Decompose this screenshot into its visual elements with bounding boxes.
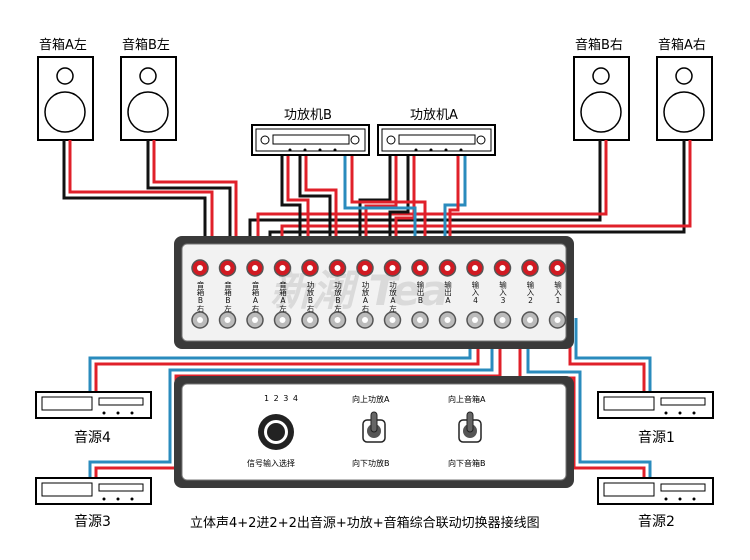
source-2-label: 音源2: [638, 514, 675, 530]
port-jack-top-4: [273, 259, 292, 277]
port-jack-top-2: [218, 259, 237, 277]
input-select-knob: [258, 414, 294, 450]
speaker-b-right-label: 音箱B右: [575, 38, 623, 53]
port-jack-bottom-12: [493, 311, 512, 329]
speaker-b-right: [573, 56, 630, 141]
port-label-10: 输出A: [443, 281, 453, 305]
diagram-caption: 立体声4+2进2+2出音源+功放+音箱综合联动切换器接线图: [190, 516, 540, 531]
speaker-a-left: [37, 56, 94, 141]
port-jack-top-10: [438, 259, 457, 277]
port-label-5: 功放B右: [306, 281, 315, 313]
knob-numbers: 1 2 3 4: [264, 394, 299, 403]
speaker-a-left-label: 音箱A左: [39, 38, 87, 53]
port-label-9: 输出B: [416, 281, 425, 305]
speaker-b-left: [120, 56, 177, 141]
toggle-amp-down-label: 向下功放B: [352, 459, 390, 468]
amplifier-b: [251, 124, 370, 156]
port-jack-bottom-11: [466, 311, 484, 329]
source-4-device: [35, 391, 152, 419]
port-jack-top-9: [411, 259, 429, 277]
port-jack-top-13: [521, 259, 539, 277]
port-label-7: 功放A右: [361, 281, 370, 313]
port-jack-bottom-2: [218, 311, 237, 329]
port-jack-top-12: [493, 259, 512, 277]
source-4-label: 音源4: [74, 430, 111, 446]
port-label-14: 输入1: [553, 281, 563, 305]
port-label-12: 输入3: [498, 281, 508, 305]
port-jack-bottom-1: [191, 311, 209, 329]
port-jack-top-5: [301, 259, 319, 277]
amp-cables: [280, 155, 467, 262]
port-jack-bottom-4: [273, 311, 292, 329]
port-label-11: 输入4: [471, 281, 480, 305]
toggle-speaker-down-label: 向下音箱B: [448, 459, 486, 468]
port-label-13: 输入2: [526, 281, 535, 305]
source-1-label: 音源1: [638, 430, 675, 446]
amplifier-a-label: 功放机A: [410, 108, 458, 123]
port-jack-top-1: [191, 259, 209, 277]
port-jack-bottom-13: [521, 311, 539, 329]
port-label-8: 功放A左: [388, 281, 398, 313]
source-2-device: [597, 477, 714, 505]
amplifier-b-label: 功放机B: [284, 108, 332, 123]
port-jack-bottom-5: [301, 311, 319, 329]
port-jack-top-14: [548, 259, 567, 277]
port-label-1: 音箱B右: [196, 281, 205, 313]
speaker-b-left-label: 音箱B左: [122, 38, 170, 53]
source-3-device: [35, 477, 152, 505]
knob-label: 信号输入选择: [247, 459, 295, 468]
amplifier-a: [377, 124, 496, 156]
port-label-6: 功放B左: [333, 281, 343, 313]
port-jack-bottom-3: [246, 311, 264, 329]
toggle-speaker-up-label: 向上音箱A: [448, 395, 486, 404]
port-jack-top-6: [328, 259, 347, 277]
port-label-2: 音箱B左: [223, 281, 233, 313]
port-jack-bottom-8: [383, 311, 402, 329]
port-jack-bottom-7: [356, 311, 374, 329]
port-jack-top-8: [383, 259, 402, 277]
port-jack-top-11: [466, 259, 484, 277]
toggle-speaker-switch: [458, 411, 482, 443]
source-1-device: [597, 391, 714, 419]
port-label-4: 音箱A左: [278, 281, 288, 313]
switcher-jacks: [191, 259, 567, 329]
source-3-label: 音源3: [74, 514, 111, 530]
port-jack-bottom-10: [438, 311, 457, 329]
port-jack-top-3: [246, 259, 264, 277]
toggle-amp-switch: [362, 411, 386, 443]
speaker-a-right: [656, 56, 713, 141]
toggle-amp-up-label: 向上功放A: [352, 395, 390, 404]
port-jack-bottom-14: [548, 311, 567, 329]
port-jack-bottom-6: [328, 311, 347, 329]
port-label-3: 音箱A右: [251, 281, 260, 313]
speaker-a-right-label: 音箱A右: [658, 38, 706, 53]
port-jack-top-7: [356, 259, 374, 277]
port-jack-bottom-9: [411, 311, 429, 329]
